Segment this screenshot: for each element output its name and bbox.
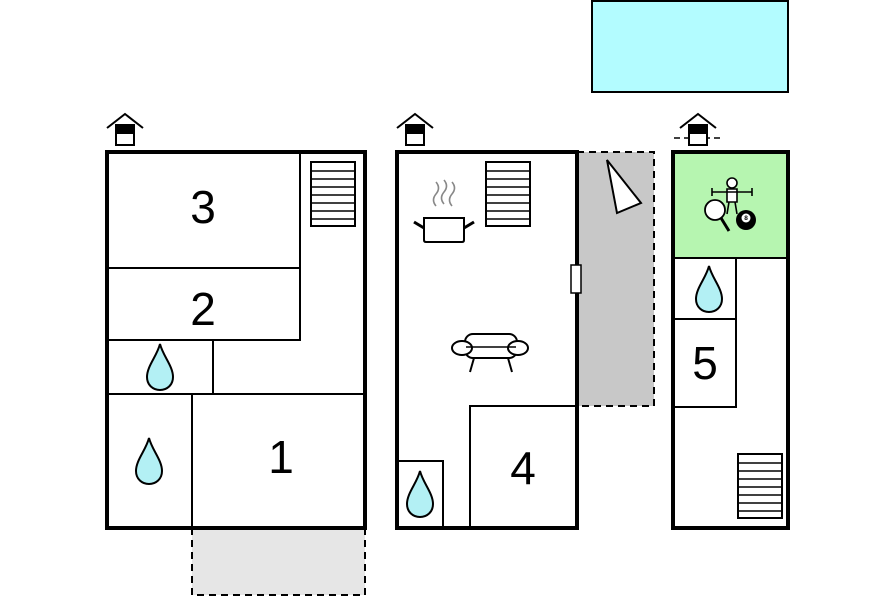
entrance-icon: [106, 113, 144, 146]
water-drop-icon: [146, 343, 174, 391]
billiard-ball-label: 8: [744, 215, 748, 222]
entrance-icon: [396, 113, 434, 146]
water-drop-icon: [406, 470, 434, 518]
room-3-label: 3: [190, 181, 216, 233]
bathroom-b: [396, 460, 444, 529]
table-football-icon: [711, 177, 753, 215]
building-b: 4: [395, 113, 655, 530]
building-c: 5 8: [671, 113, 790, 530]
water-drop-icon: [695, 265, 723, 313]
room-5-label: 5: [692, 337, 718, 389]
kitchen-pot-icon: [413, 179, 475, 243]
building-a: 3 2 1: [105, 113, 367, 596]
stairs-icon: [737, 453, 783, 519]
room-5: [672, 318, 737, 408]
room-4-label: 4: [510, 442, 536, 494]
door: [570, 264, 582, 294]
sofa-icon: [451, 333, 529, 373]
room-2-label: 2: [190, 283, 216, 335]
room-4: [469, 405, 578, 529]
terrace-b-border: [577, 151, 655, 407]
terrace-a: [192, 528, 365, 595]
sail-icon: [606, 159, 643, 215]
stairs-icon: [310, 161, 356, 227]
table-tennis-icon: [704, 199, 731, 232]
billiard-ball-icon: 8: [736, 210, 756, 230]
pool: [591, 0, 789, 93]
game-room: [672, 151, 789, 259]
room-1-label: 1: [268, 431, 294, 483]
water-drop-icon: [135, 437, 163, 485]
entrance-icon: [679, 113, 717, 146]
stairs-icon: [485, 161, 531, 227]
